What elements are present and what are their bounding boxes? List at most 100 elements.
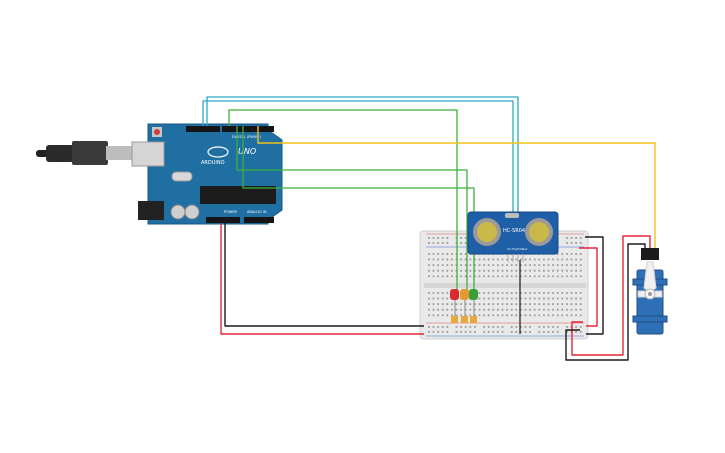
- wire-black-servo[interactable]: [565, 243, 646, 361]
- breadboard-hole[interactable]: [469, 264, 472, 266]
- breadboard-hole[interactable]: [552, 314, 554, 317]
- breadboard-hole[interactable]: [492, 308, 495, 311]
- breadboard-hole[interactable]: [556, 331, 559, 333]
- breadboard-hole[interactable]: [483, 292, 485, 294]
- breadboard-hole[interactable]: [437, 297, 439, 300]
- breadboard-hole[interactable]: [510, 292, 513, 294]
- breadboard-hole[interactable]: [579, 237, 582, 239]
- breadboard-hole[interactable]: [446, 237, 449, 239]
- breadboard-hole[interactable]: [460, 331, 462, 333]
- breadboard-hole[interactable]: [455, 303, 458, 305]
- breadboard-hole[interactable]: [533, 303, 536, 305]
- breadboard-hole[interactable]: [451, 264, 453, 266]
- breadboard-hole[interactable]: [552, 264, 554, 266]
- breadboard-hole[interactable]: [579, 264, 582, 266]
- breadboard-hole[interactable]: [524, 297, 527, 300]
- wire-yellow-servo[interactable]: [257, 126, 656, 250]
- led-green[interactable]: [469, 289, 478, 323]
- breadboard-hole[interactable]: [428, 297, 430, 300]
- breadboard-hole[interactable]: [570, 237, 573, 239]
- breadboard-hole[interactable]: [520, 331, 522, 333]
- breadboard-hole[interactable]: [524, 275, 527, 278]
- breadboard-hole[interactable]: [469, 269, 472, 272]
- breadboard-hole[interactable]: [552, 303, 554, 305]
- breadboard-hole[interactable]: [474, 308, 476, 311]
- breadboard-hole[interactable]: [515, 331, 518, 333]
- breadboard-hole[interactable]: [428, 275, 430, 278]
- breadboard-hole[interactable]: [510, 314, 513, 317]
- breadboard-hole[interactable]: [464, 275, 467, 278]
- breadboard-hole[interactable]: [478, 258, 481, 261]
- breadboard-hole[interactable]: [538, 258, 541, 261]
- breadboard-hole[interactable]: [552, 297, 554, 300]
- breadboard-hole[interactable]: [460, 258, 462, 261]
- breadboard-hole[interactable]: [455, 314, 458, 317]
- breadboard-hole[interactable]: [501, 258, 504, 261]
- breadboard-hole[interactable]: [510, 326, 513, 328]
- breadboard-hole[interactable]: [497, 269, 499, 272]
- breadboard-hole[interactable]: [497, 326, 499, 328]
- breadboard-hole[interactable]: [524, 292, 527, 294]
- breadboard-hole[interactable]: [547, 275, 550, 278]
- breadboard-hole[interactable]: [460, 264, 462, 266]
- wire-red-5v[interactable]: [220, 223, 424, 335]
- breadboard-hole[interactable]: [492, 292, 495, 294]
- breadboard-hole[interactable]: [478, 264, 481, 266]
- breadboard-hole[interactable]: [483, 297, 485, 300]
- breadboard-hole[interactable]: [469, 258, 472, 261]
- breadboard-hole[interactable]: [561, 308, 564, 311]
- led-red[interactable]: [450, 289, 459, 323]
- breadboard-hole[interactable]: [487, 308, 490, 311]
- breadboard-hole[interactable]: [487, 258, 490, 261]
- breadboard-hole[interactable]: [543, 292, 545, 294]
- breadboard-hole[interactable]: [441, 303, 444, 305]
- breadboard-hole[interactable]: [566, 264, 568, 266]
- breadboard-hole[interactable]: [510, 269, 513, 272]
- breadboard-hole[interactable]: [460, 314, 462, 317]
- breadboard-hole[interactable]: [533, 314, 536, 317]
- breadboard-hole[interactable]: [451, 314, 453, 317]
- breadboard-hole[interactable]: [451, 275, 453, 278]
- breadboard-hole[interactable]: [474, 264, 476, 266]
- breadboard-hole[interactable]: [501, 308, 504, 311]
- breadboard-hole[interactable]: [497, 258, 499, 261]
- breadboard-hole[interactable]: [428, 292, 430, 294]
- breadboard-hole[interactable]: [529, 314, 531, 317]
- breadboard-hole[interactable]: [492, 275, 495, 278]
- leds[interactable]: [450, 289, 478, 323]
- breadboard-hole[interactable]: [483, 269, 485, 272]
- breadboard-hole[interactable]: [506, 275, 508, 278]
- breadboard-hole[interactable]: [483, 308, 485, 311]
- breadboard-hole[interactable]: [543, 264, 545, 266]
- breadboard-hole[interactable]: [469, 331, 472, 333]
- breadboard-hole[interactable]: [510, 258, 513, 261]
- breadboard-hole[interactable]: [451, 308, 453, 311]
- breadboard-hole[interactable]: [510, 297, 513, 300]
- breadboard-hole[interactable]: [529, 331, 531, 333]
- breadboard-hole[interactable]: [570, 269, 573, 272]
- breadboard-hole[interactable]: [428, 237, 430, 239]
- breadboard-hole[interactable]: [432, 308, 435, 311]
- breadboard-hole[interactable]: [575, 237, 577, 239]
- breadboard-hole[interactable]: [446, 275, 449, 278]
- breadboard-hole[interactable]: [469, 326, 472, 328]
- breadboard-hole[interactable]: [570, 292, 573, 294]
- breadboard-hole[interactable]: [464, 314, 467, 317]
- breadboard-hole[interactable]: [538, 297, 541, 300]
- breadboard-hole[interactable]: [501, 292, 504, 294]
- breadboard-hole[interactable]: [538, 326, 541, 328]
- breadboard-hole[interactable]: [460, 275, 462, 278]
- breadboard-hole[interactable]: [561, 292, 564, 294]
- breadboard-hole[interactable]: [441, 253, 444, 255]
- breadboard-hole[interactable]: [543, 331, 545, 333]
- breadboard-hole[interactable]: [501, 297, 504, 300]
- breadboard-hole[interactable]: [538, 303, 541, 305]
- breadboard-hole[interactable]: [556, 314, 559, 317]
- breadboard-hole[interactable]: [506, 258, 508, 261]
- breadboard-hole[interactable]: [501, 264, 504, 266]
- breadboard-hole[interactable]: [547, 269, 550, 272]
- breadboard-hole[interactable]: [543, 269, 545, 272]
- breadboard-hole[interactable]: [566, 275, 568, 278]
- breadboard-hole[interactable]: [515, 297, 518, 300]
